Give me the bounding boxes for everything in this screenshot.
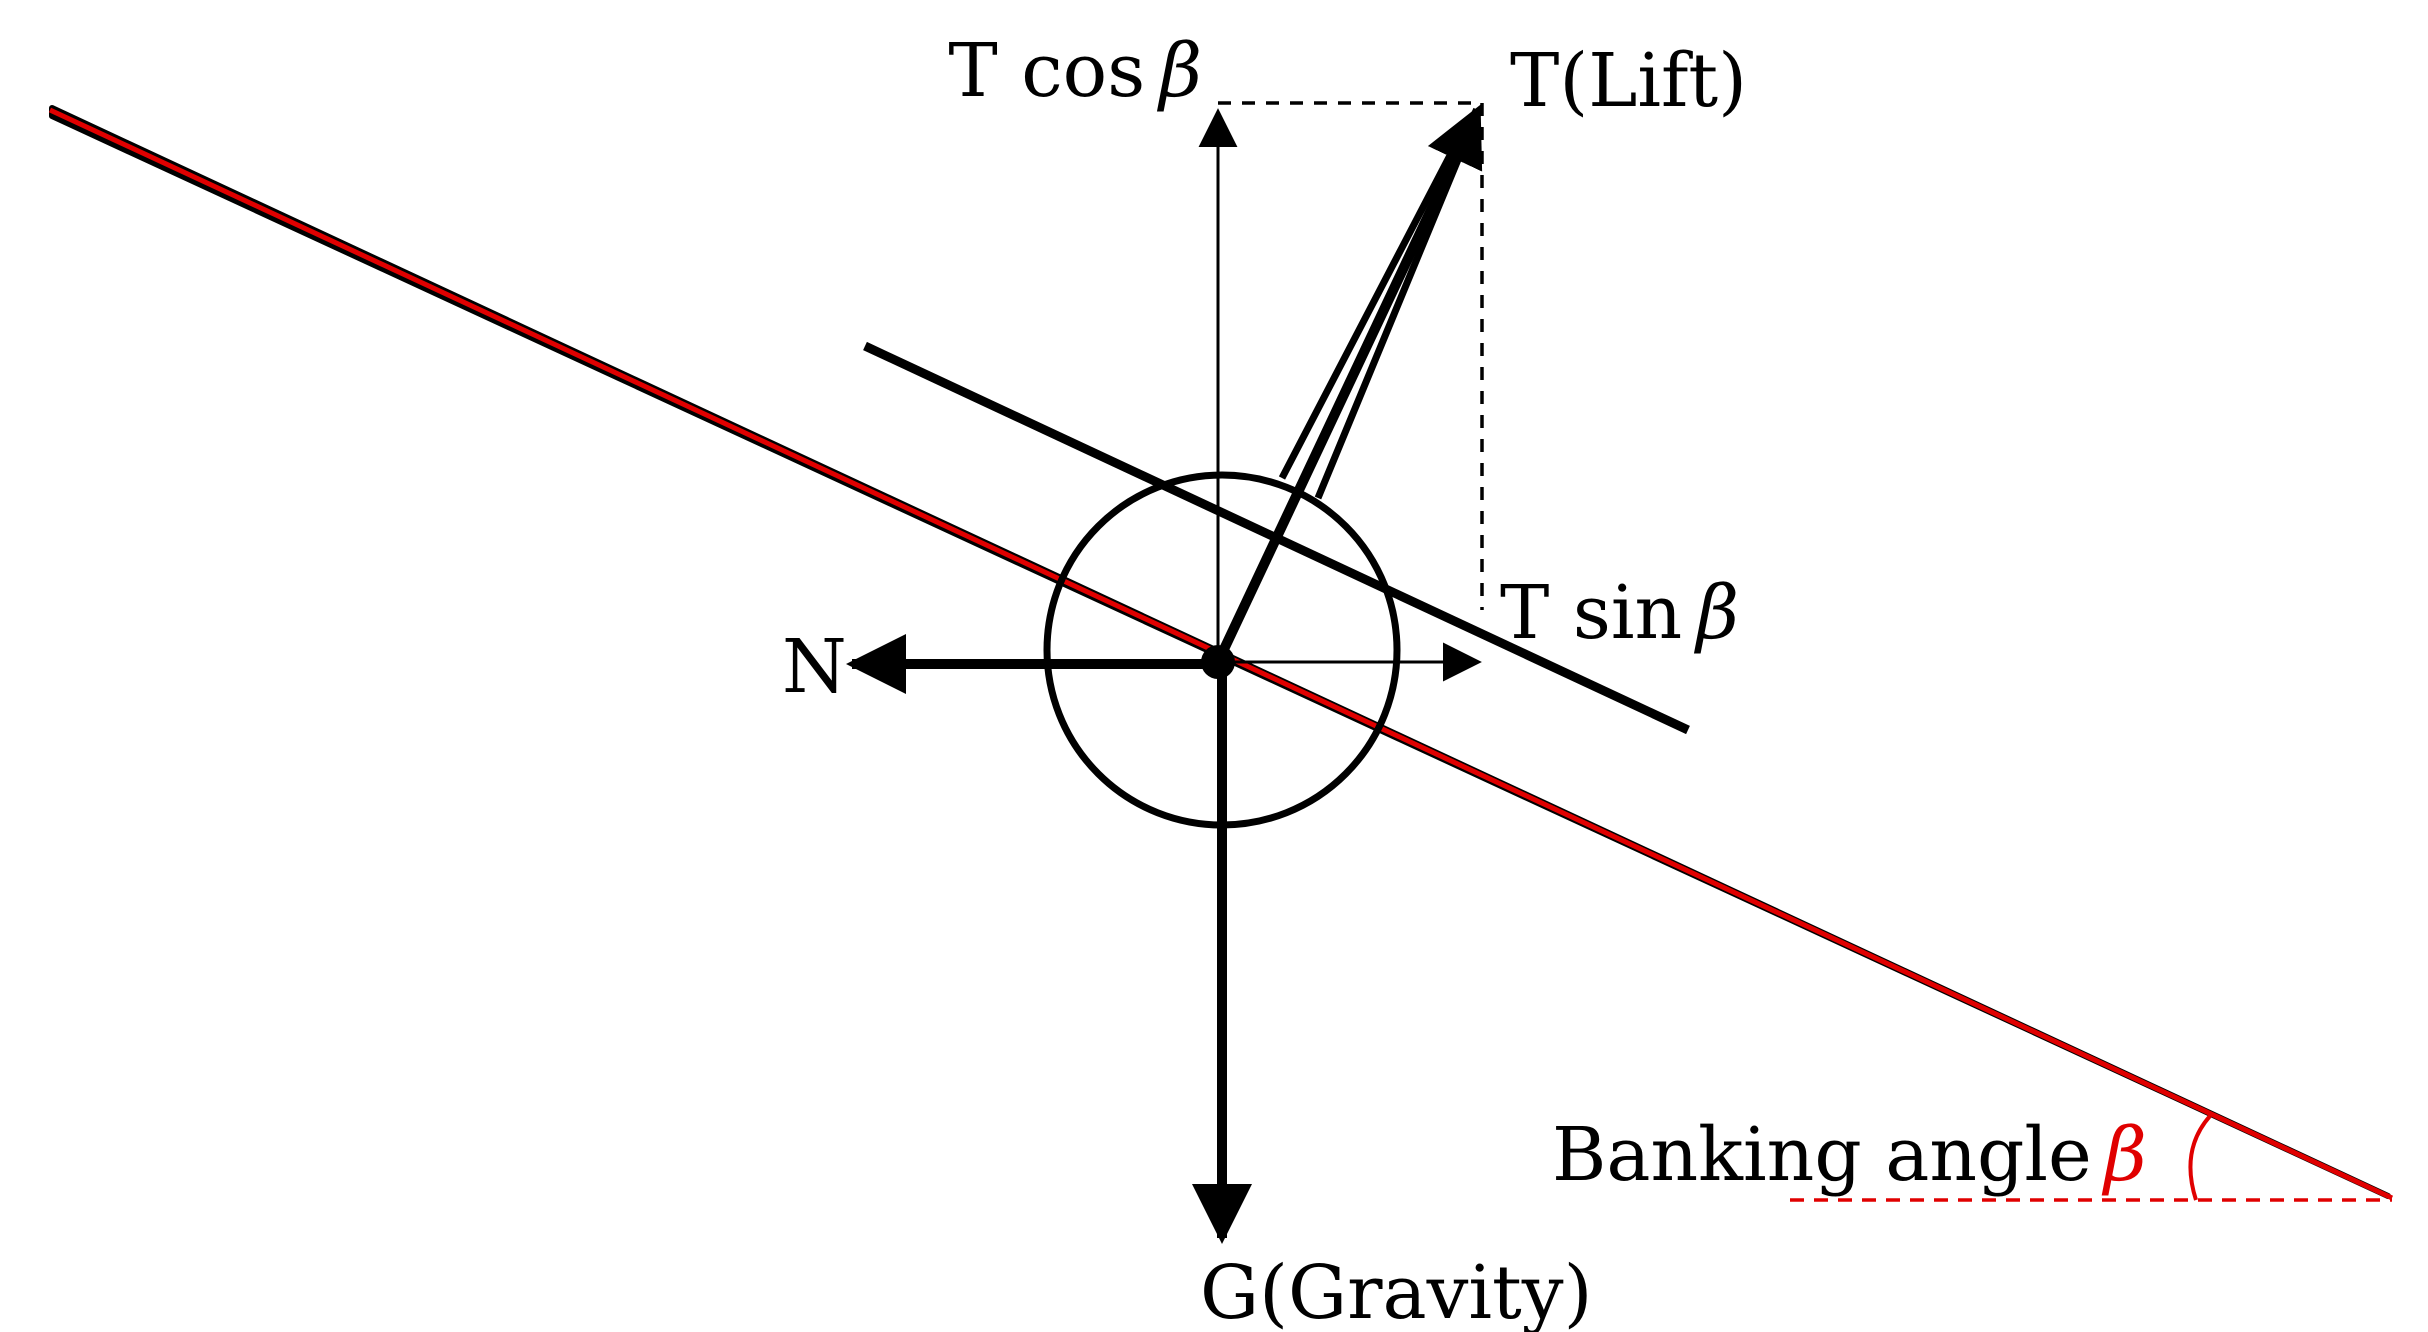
n-label: N xyxy=(782,624,847,710)
t-lift-label: T(Lift) xyxy=(1510,38,1747,124)
banking-angle-label: Banking angle xyxy=(1552,1112,2092,1198)
angle-arc xyxy=(2188,1114,2212,1201)
center-point xyxy=(1201,645,1235,679)
lift-arrow xyxy=(1213,104,1483,665)
banking-angle-symbol: β xyxy=(2101,1112,2147,1198)
lift-edge-right xyxy=(1314,148,1466,500)
lift-edge-left xyxy=(1278,138,1462,480)
gravity-label: G(Gravity) xyxy=(1200,1250,1592,1332)
